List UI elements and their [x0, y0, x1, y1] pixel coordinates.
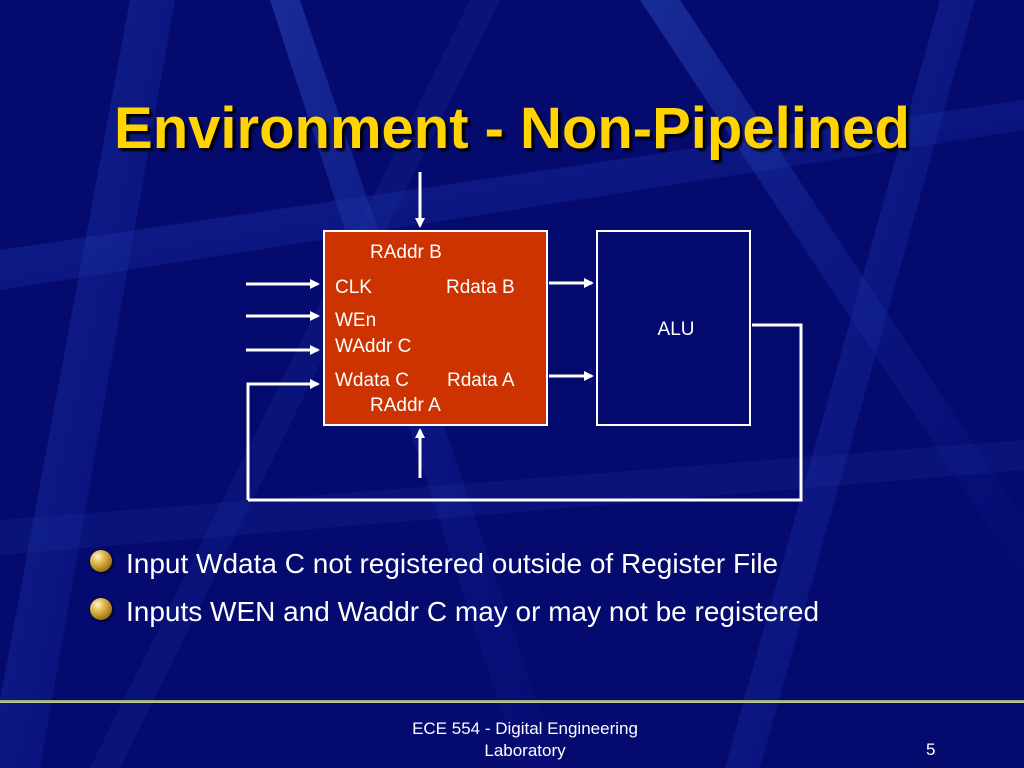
bullet-list: Input Wdata C not registered outside of … [88, 544, 988, 640]
bullet-item: Inputs WEN and Waddr C may or may not be… [88, 592, 846, 632]
wdata-c-feedback-wire [246, 379, 320, 500]
footer-text-line1: ECE 554 - Digital Engineering [412, 719, 638, 738]
bullet-item: Input Wdata C not registered outside of … [88, 544, 988, 584]
bullet-text: Inputs WEN and Waddr C may or may not be… [126, 596, 820, 627]
label-wdata-c: Wdata C [335, 370, 409, 391]
label-rdata-a: Rdata A [447, 370, 515, 391]
footer-text-line2: Laboratory [484, 741, 566, 760]
register-file-block [323, 230, 548, 426]
label-waddr-c: WAddr C [335, 336, 411, 357]
label-clk: CLK [335, 277, 372, 298]
bullet-sphere-icon [90, 598, 112, 620]
bullet-text: Input Wdata C not registered outside of … [126, 548, 779, 579]
label-wen: WEn [335, 310, 376, 331]
label-raddr-a: RAddr A [370, 395, 441, 416]
footer-course-title: ECE 554 - Digital Engineering Laboratory [385, 718, 665, 762]
page-number: 5 [926, 740, 936, 759]
alu-block [596, 230, 751, 426]
label-alu: ALU [658, 319, 695, 340]
label-rdata-b: Rdata B [446, 277, 515, 298]
slide-title: Environment - Non-Pipelined [114, 96, 910, 161]
bullet-sphere-icon [90, 550, 112, 572]
footer-divider [0, 700, 1024, 703]
label-raddr-b: RAddr B [370, 242, 442, 263]
alu-output-feedback-wire [248, 323, 803, 502]
